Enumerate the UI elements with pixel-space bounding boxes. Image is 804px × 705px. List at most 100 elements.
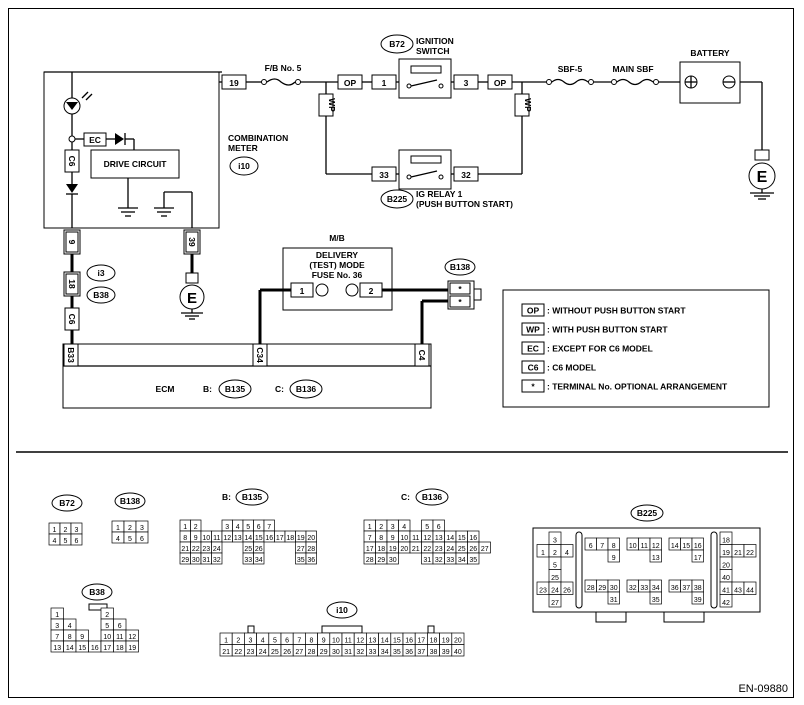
ecm-c-code: B136	[296, 384, 317, 394]
wp-tag-left: WP	[327, 98, 337, 112]
b135-pin-number: 1	[183, 524, 187, 531]
i10-pin-number: 40	[454, 649, 462, 656]
b225-pin-cell	[560, 544, 574, 558]
connector-name-oval	[81, 583, 113, 601]
b225-pin-number: 9	[612, 555, 616, 562]
b225-pin-number: 28	[587, 585, 595, 592]
b135-pin-number: 21	[181, 546, 189, 553]
ecm-c4: C4	[417, 350, 427, 361]
i10-pin-number: 10	[332, 637, 340, 644]
i10-pin-number: 7	[297, 637, 301, 644]
b38-pin-cell	[125, 640, 139, 653]
b136-pin-number: 10	[400, 535, 408, 542]
b135-pin-number: 16	[265, 535, 273, 542]
ign-code: B72	[389, 39, 405, 49]
i10-pin-number: 9	[322, 637, 326, 644]
c6-tag-wire: C6	[67, 314, 77, 325]
b136-pin-number: 19	[389, 546, 397, 553]
b72-pin-number: 3	[75, 527, 79, 534]
b225-pin-number: 30	[610, 585, 618, 592]
b135-pin-number: 14	[244, 535, 252, 542]
b136-pin-number: 25	[458, 546, 466, 553]
b135-pin-number: 17	[276, 535, 284, 542]
b72-pin-number: 4	[53, 538, 57, 545]
b135-pin-number: 29	[181, 557, 189, 564]
b136-pin-number: 30	[389, 557, 397, 564]
b136-pin-number: 34	[458, 557, 466, 564]
b136-pin-cell	[478, 541, 491, 554]
i10-pin-number: 4	[261, 637, 265, 644]
b225-pin-number: 16	[694, 543, 702, 550]
b225-pin-number: 44	[746, 587, 754, 594]
ecm-b33: B33	[66, 347, 76, 363]
b225-pin-number: 12	[652, 543, 660, 550]
b135-pin-number: 30	[192, 557, 200, 564]
b135-pin-cell	[305, 552, 317, 565]
ecm-b-prefix: B:	[203, 384, 212, 394]
b135-pin-number: 3	[225, 524, 229, 531]
b225-pin-number: 25	[551, 575, 559, 582]
b225-pin-cell	[560, 581, 574, 595]
b225-pin-number: 37	[682, 585, 690, 592]
ec-tag: EC	[89, 135, 101, 145]
ign-title-1: IGNITION	[416, 36, 454, 46]
fuse-pin-2: 2	[369, 286, 374, 296]
b225-pin-number: 2	[553, 550, 557, 557]
b225-pin-number: 40	[722, 575, 730, 582]
wp-tag-right: WP	[523, 98, 533, 112]
b225-pin-number: 33	[640, 585, 648, 592]
relay-pin-33: 33	[379, 170, 389, 180]
connector-name-oval	[114, 492, 146, 510]
i3-code: i3	[97, 268, 104, 278]
b138-pin-number: 6	[140, 536, 144, 543]
b38-pin-number: 3	[55, 623, 59, 630]
b225-pin-number: 6	[589, 543, 593, 550]
b135-pin-number: 25	[244, 546, 252, 553]
b225-pin-number: 27	[551, 600, 559, 607]
ign-pin-3: 3	[464, 78, 469, 88]
b136-pin-number: 14	[446, 535, 454, 542]
b225-pin-number: 21	[734, 550, 742, 557]
connector-name: i10	[336, 605, 348, 615]
i10-pin-number: 35	[393, 649, 401, 656]
b136-pin-number: 33	[446, 557, 454, 564]
b38-pin-number: 14	[66, 645, 74, 652]
figure-code: EN-09880	[738, 683, 788, 695]
b225-pin-number: 26	[563, 587, 571, 594]
b225-pin-number: 42	[722, 600, 730, 607]
b38-pin-number: 8	[68, 634, 72, 641]
i10-pin-number: 19	[442, 637, 450, 644]
b38-pin-number: 15	[78, 645, 86, 652]
connector-name: B225	[637, 508, 658, 518]
b225-pin-number: 7	[600, 543, 604, 550]
i10-pin-number: 33	[369, 649, 377, 656]
i10-pin-number: 17	[417, 637, 425, 644]
b135-pin-number: 33	[244, 557, 252, 564]
ecm-b-code: B135	[225, 384, 246, 394]
op-tag-right: OP	[494, 78, 507, 88]
b135-pin-number: 11	[213, 535, 220, 542]
b38-pin-number: 19	[128, 645, 136, 652]
delivery-3: FUSE No. 36	[312, 270, 363, 280]
b136-pin-number: 2	[379, 524, 383, 531]
i10-pin-cell	[451, 644, 465, 657]
delivery-1: DELIVERY	[316, 250, 359, 260]
i10-pin-number: 14	[381, 637, 389, 644]
b225-pin-number: 15	[682, 543, 690, 550]
battery-label: BATTERY	[690, 48, 730, 58]
b136-pin-number: 24	[446, 546, 454, 553]
b135-pin-number: 28	[307, 546, 315, 553]
b138-pin-number: 3	[140, 525, 144, 532]
delivery-fuse-box	[282, 247, 393, 311]
b38-pin-number: 11	[116, 634, 123, 641]
drive-circuit-box	[90, 149, 180, 179]
b135-pin-number: 4	[236, 524, 240, 531]
b135-pin-number: 5	[246, 524, 250, 531]
i10-pin-number: 11	[344, 637, 351, 644]
i10-pin-number: 24	[259, 649, 267, 656]
b135-pin-number: 35	[297, 557, 305, 564]
legend-code: C6	[528, 363, 539, 373]
b38-code: B38	[93, 290, 109, 300]
b225-pin-number: 13	[652, 555, 660, 562]
